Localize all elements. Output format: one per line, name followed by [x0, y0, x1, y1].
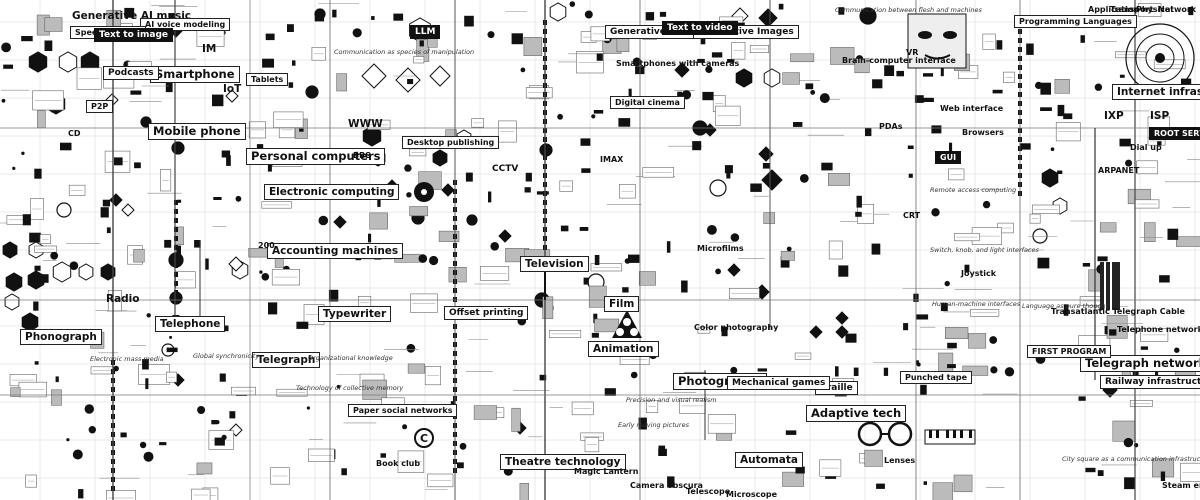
label-cd[interactable]: CD [68, 129, 81, 138]
label-cctv[interactable]: CCTV [492, 164, 519, 174]
label-telegraph[interactable]: Telegraph [252, 352, 321, 369]
label-im[interactable]: IM [202, 43, 217, 55]
label-ixp[interactable]: IXP [1104, 110, 1124, 122]
label-color-photography[interactable]: Color photography [694, 323, 779, 332]
label-podcasts[interactable]: Podcasts [103, 66, 159, 81]
label-automata[interactable]: Automata [735, 452, 803, 469]
label-isp[interactable]: ISP [1150, 110, 1170, 122]
label-animation[interactable]: Animation [588, 341, 659, 358]
label-brain-computer-interface[interactable]: Brain-computer interface [842, 56, 956, 65]
label-microfilms[interactable]: Microfilms [697, 244, 744, 253]
label-ai-voice-modeling[interactable]: AI voice modeling [140, 18, 231, 32]
note-early-moving-pictures: Early moving pictures [618, 421, 689, 429]
label-telephone-networks[interactable]: Telephone networks [1117, 325, 1200, 334]
copyright-icon: C [414, 428, 434, 448]
label-accounting-machines[interactable]: Accounting machines [267, 243, 404, 260]
label-text-to-image[interactable]: Text to image [94, 28, 173, 43]
label-gui[interactable]: GUI [935, 151, 962, 165]
label-tablets[interactable]: Tablets [246, 73, 289, 87]
label-steam-engines[interactable]: Steam engines [1162, 481, 1200, 490]
label-adaptive-tech[interactable]: Adaptive tech [806, 405, 907, 423]
note-organizational: Organizational knowledge [308, 354, 393, 362]
label-typewriter[interactable]: Typewriter [318, 306, 392, 323]
label-paper-social-networks[interactable]: Paper social networks [348, 404, 458, 418]
keyboard-icon [924, 429, 976, 445]
note-precision: Precision and visual realism [626, 396, 717, 404]
label-television[interactable]: Television [520, 256, 589, 273]
svg-text:C: C [420, 432, 428, 445]
note-collective-memory: Technology of collective memory [296, 384, 404, 392]
label-transatlantic-cable[interactable]: Transatlantic Telegraph Cable [1051, 307, 1185, 316]
note-remote-access: Remote access computing [930, 186, 1017, 194]
label-internet-infrastructure[interactable]: Internet infrastructure [1112, 84, 1200, 101]
label-smartphones-with-cameras[interactable]: Smartphones with cameras [616, 59, 740, 68]
label-railway-infrastructure[interactable]: Railway infrastructure [1100, 375, 1200, 390]
note-global-synchronicity: Global synchronicity [193, 352, 260, 360]
label-dial-up[interactable]: Dial up [1130, 143, 1162, 152]
label-telescope[interactable]: Telescope [686, 487, 731, 496]
label-crt[interactable]: CRT [903, 211, 921, 220]
note-switch-knob: Switch, knob, and light interfaces [930, 246, 1039, 254]
label-digital-cinema[interactable]: Digital cinema [610, 96, 685, 110]
label-iot[interactable]: IoT [223, 83, 242, 95]
label-theatre-technology[interactable]: Theatre technology [500, 454, 626, 471]
label-film[interactable]: Film [604, 296, 640, 313]
label-offset-printing[interactable]: Offset printing [444, 306, 529, 321]
internet-hub-icon [1125, 23, 1195, 93]
label-arpanet[interactable]: ARPANET [1098, 166, 1140, 175]
note-hmi: Human-machine interfaces [932, 300, 1021, 308]
label-electronic-computing[interactable]: Electronic computing [264, 184, 400, 201]
label-mechanical-games[interactable]: Mechanical games [727, 376, 831, 391]
cable-spool-icon [1100, 262, 1120, 310]
label-programming-languages[interactable]: Programming Languages [1014, 15, 1137, 29]
label-network[interactable]: Network [1158, 5, 1197, 14]
label-joystick[interactable]: Joystick [961, 269, 997, 278]
label-imax[interactable]: IMAX [600, 155, 624, 164]
label-llm[interactable]: LLM [410, 25, 441, 40]
note-electronic-mass-media: Electronic mass media [90, 355, 164, 363]
label-p2p[interactable]: P2P [86, 100, 114, 114]
label-200: 200 [258, 241, 275, 250]
label-web-interface[interactable]: Web interface [940, 104, 1004, 113]
label-root-servers[interactable]: ROOT SERVERS [1149, 127, 1200, 141]
label-mobile-phone[interactable]: Mobile phone [148, 123, 246, 141]
label-application[interactable]: Application [1088, 5, 1140, 14]
label-magic-lantern[interactable]: Magic Lantern [574, 467, 639, 476]
label-camera-obscura[interactable]: Camera obscura [630, 481, 703, 490]
label-browsers[interactable]: Browsers [962, 128, 1004, 137]
note-manipulation: Communication as species of manipulation [334, 48, 475, 56]
label-book-club[interactable]: Book club [376, 459, 421, 468]
film-reel-icon [414, 182, 434, 202]
label-personal-computers[interactable]: Personal computers [246, 148, 386, 166]
label-punched-tape[interactable]: Punched tape [900, 371, 973, 385]
label-text-to-video[interactable]: Text to video [662, 21, 738, 36]
label-first-program[interactable]: FIRST PROGRAM [1027, 345, 1112, 359]
face-portrait-icon [907, 13, 967, 69]
label-desktop-publishing[interactable]: Desktop publishing [402, 136, 500, 150]
label-lenses[interactable]: Lenses [884, 456, 916, 465]
label-transport[interactable]: Transport [1110, 5, 1154, 14]
label-www[interactable]: WWW [348, 118, 383, 130]
label-vr[interactable]: VR [906, 48, 919, 57]
label-smartphone[interactable]: Smartphone [150, 66, 240, 84]
animation-triangle-icon [612, 310, 642, 338]
note-pure-thought: Language as pure thought [1022, 302, 1109, 310]
label-phonograph[interactable]: Phonograph [20, 329, 102, 346]
note-flesh-and-machines: Communication between flesh and machines [835, 6, 982, 14]
note-city-square: City square as a communication infrastru… [1062, 455, 1200, 463]
label-telephone[interactable]: Telephone [155, 316, 226, 333]
label-physical[interactable]: Physical [1136, 5, 1174, 14]
eyeglasses-icon [857, 421, 913, 447]
label-telegraph-networks[interactable]: Telegraph networks [1080, 355, 1200, 373]
label-microscope[interactable]: Microscope [726, 490, 778, 499]
label-bbs[interactable]: BBS [353, 151, 371, 160]
label-radio[interactable]: Radio [106, 293, 140, 305]
label-pdas[interactable]: PDAs [879, 122, 903, 131]
